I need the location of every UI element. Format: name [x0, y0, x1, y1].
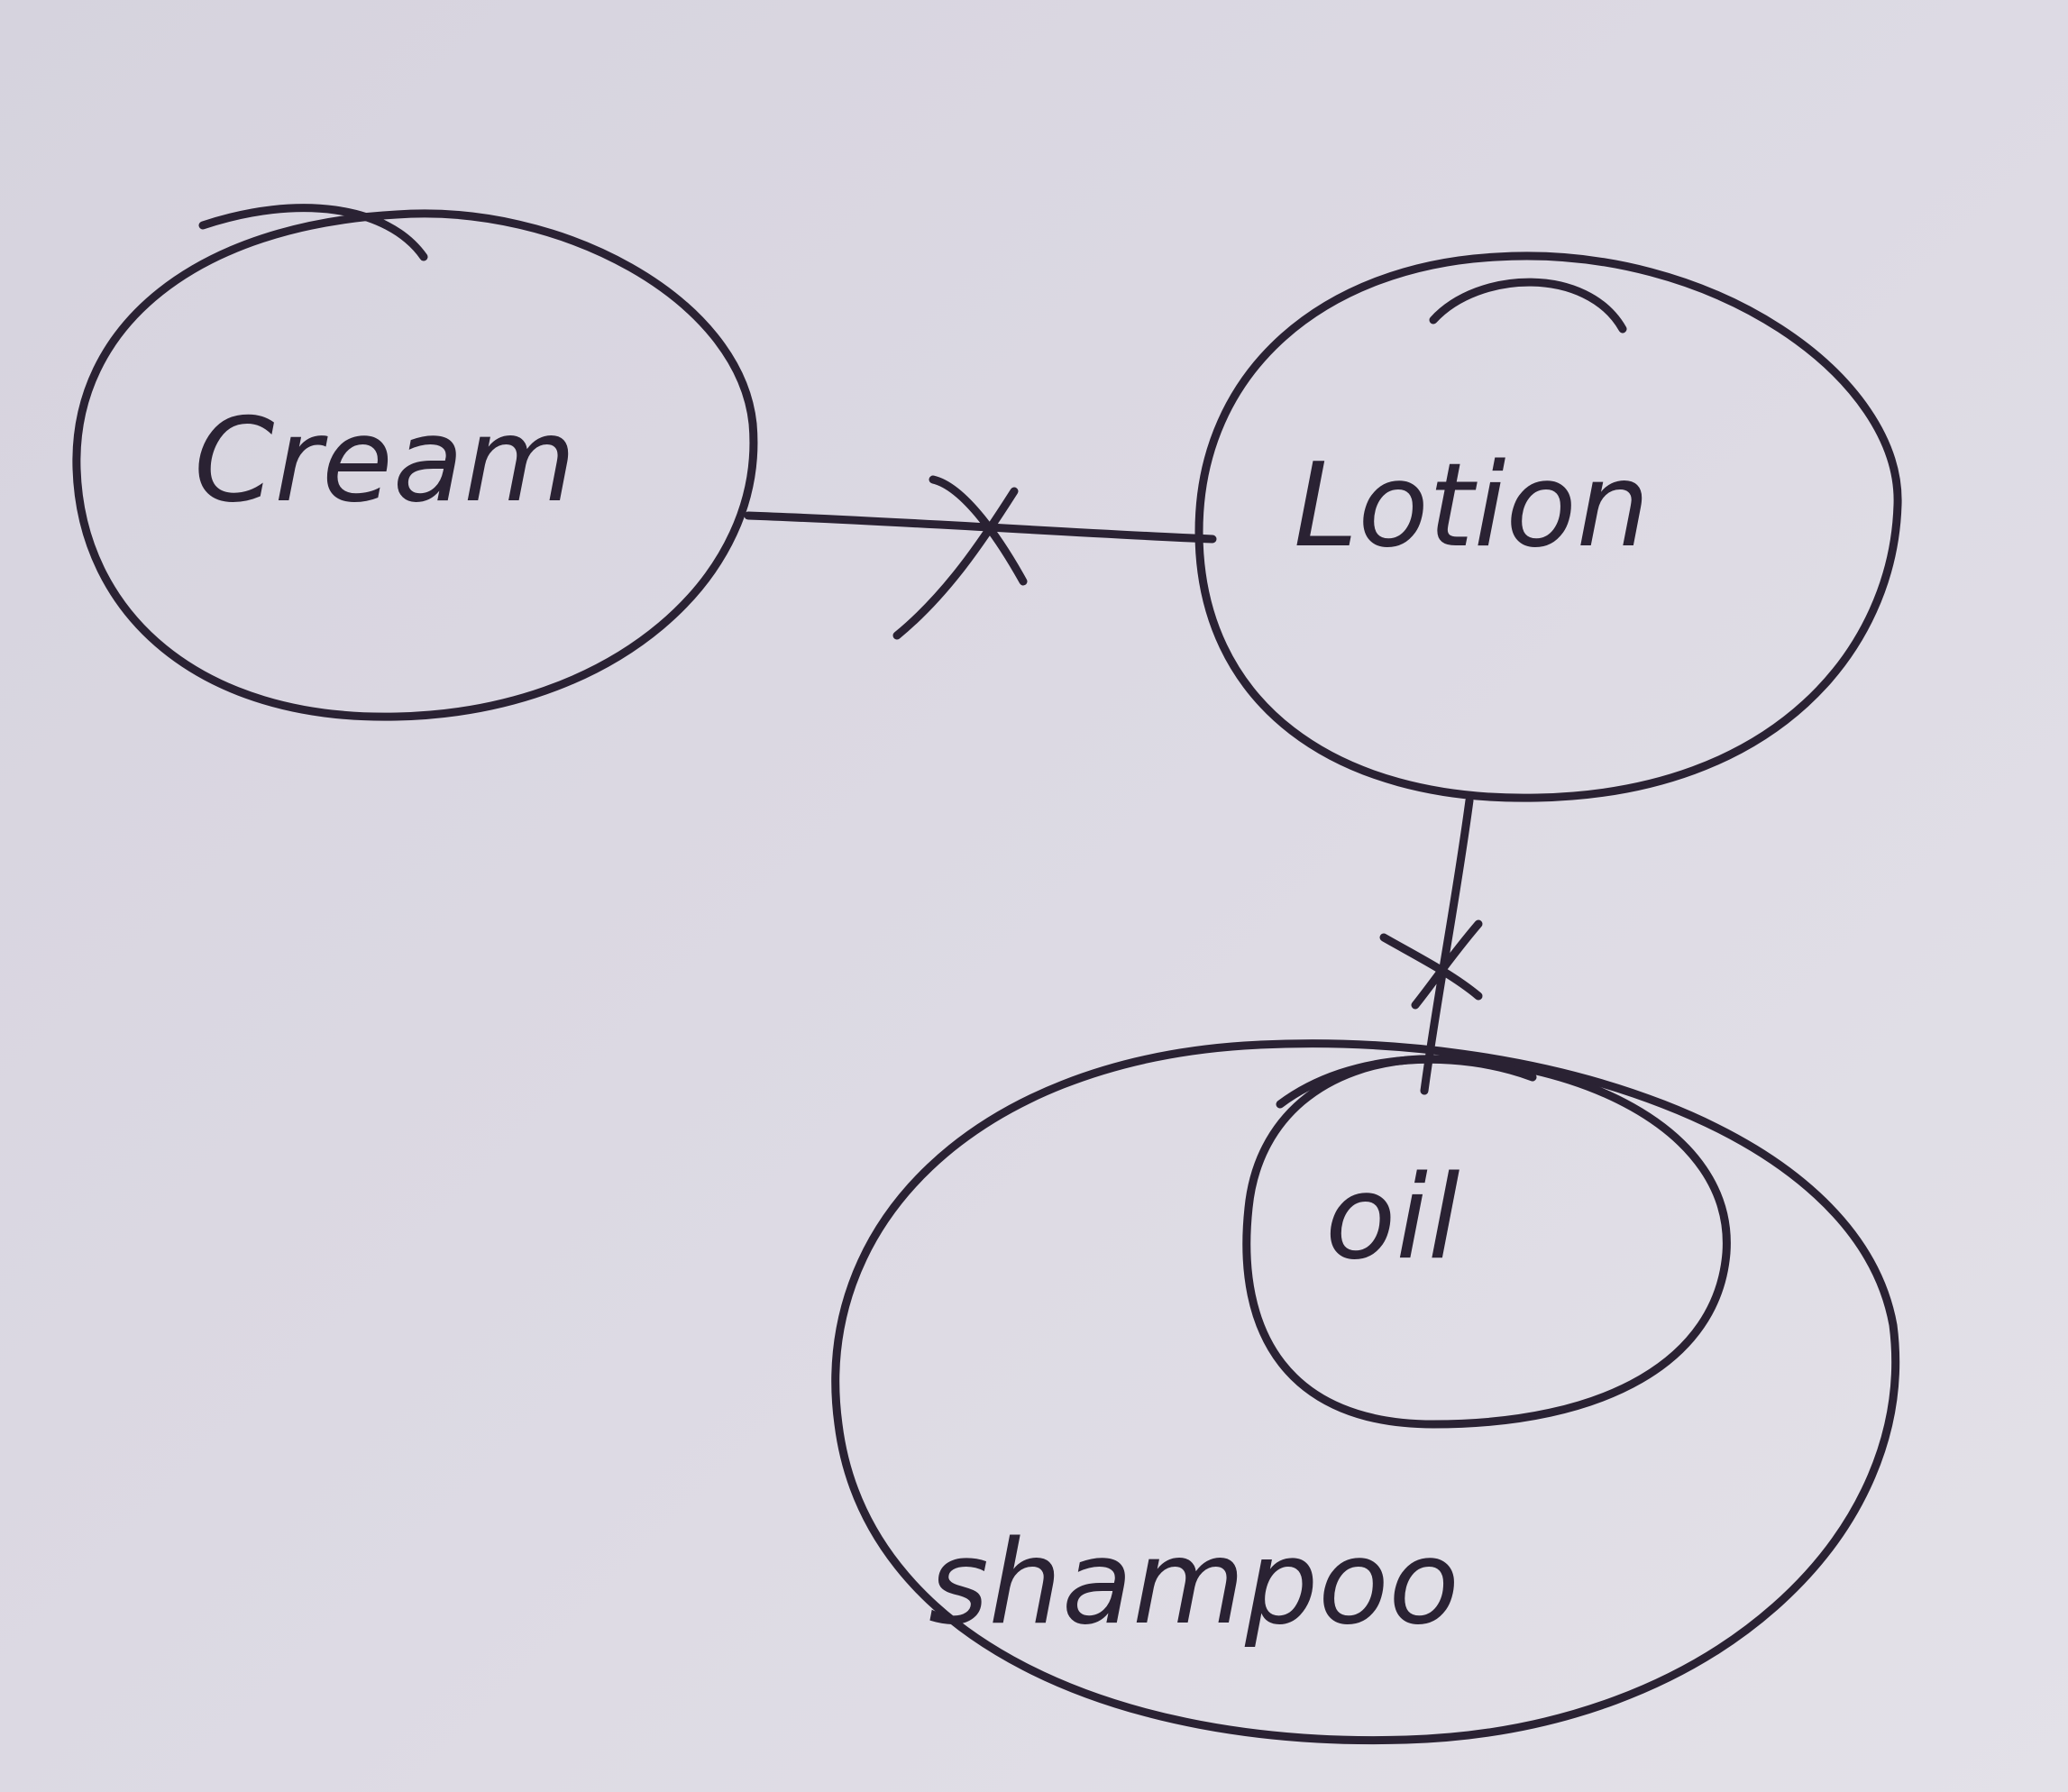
edge-cream-lotion [744, 475, 1217, 640]
edge-cream-lotion-cross-b [892, 487, 1019, 640]
node-shampoo: shampoo [831, 1039, 1900, 1745]
node-cream: Cream [72, 204, 758, 721]
node-oil: oil [1242, 1055, 1731, 1429]
shampoo-circle [831, 1039, 1900, 1745]
edge-lotion-oil-cross-a [1379, 933, 1483, 1001]
oil-circle-overstroke [1276, 1055, 1537, 1109]
lotion-circle-overstroke [1429, 278, 1627, 334]
oil-label: oil [1325, 1151, 1459, 1285]
edge-lotion-oil-cross-b [1411, 919, 1483, 1010]
lotion-circle [1194, 251, 1902, 802]
cream-label: Cream [194, 394, 576, 528]
shampoo-label: shampoo [929, 1516, 1459, 1650]
cream-circle-overstroke [198, 204, 428, 261]
edge-cream-lotion-cross-a [929, 475, 1028, 586]
oil-circle [1242, 1055, 1731, 1429]
node-lotion: Lotion [1194, 251, 1902, 802]
cream-circle [72, 209, 758, 721]
lotion-label: Lotion [1294, 439, 1650, 573]
